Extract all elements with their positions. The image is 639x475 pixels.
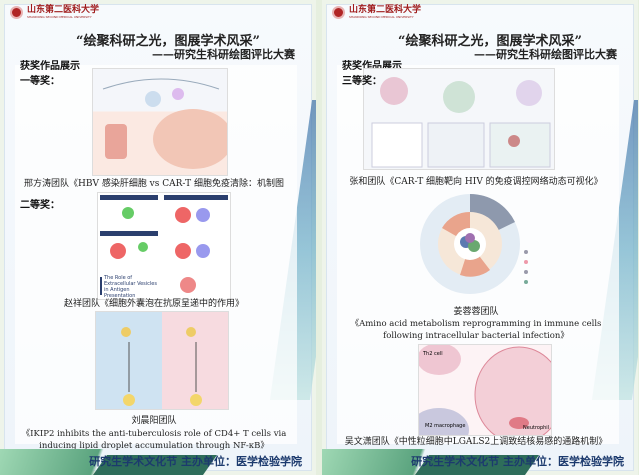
second-prize-label: 二等奖： xyxy=(20,200,60,211)
caption-ikip2-line1: 《IKIP2 inhibits the anti-tuberculosis ro… xyxy=(21,429,287,439)
caption-first-prize: 邢方涛团队《HBV 感染肝细胞 vs CAR-T 细胞免疫清除：机制图 xyxy=(24,179,284,189)
section-heading: 获奖作品展示 xyxy=(342,61,402,72)
figure-hbv-cart xyxy=(92,68,228,176)
figure-extracellular-vesicles: The Role of Extracellular Vesicles in An… xyxy=(97,192,231,300)
caption-cart-hiv: 张和团队《CAR-T 细胞靶向 HIV 的免疫调控网络动态可视化》 xyxy=(349,177,603,187)
poster-title: “绘聚科研之光，图展学术风采” xyxy=(76,34,260,49)
team-name-third: 刘晨阳团队 xyxy=(131,416,177,426)
poster-subtitle: ——研究生科研绘图评比大赛 xyxy=(152,48,295,61)
seal-icon xyxy=(10,6,23,19)
poster-subtitle: ——研究生科研绘图评比大赛 xyxy=(474,48,617,61)
caption-ikip2-line2: inducing lipid droplet accumulation thro… xyxy=(39,441,269,451)
caption-lgals2: 吴文潇团队《中性粒细胞中LGALS2上调致结核易感的通路机制》 xyxy=(344,437,608,447)
figure-cart-hiv xyxy=(363,68,555,170)
footer: 研究生学术文化节 主办单位：医学检验学院 xyxy=(322,449,638,475)
figure-amino-acid xyxy=(420,192,538,296)
figure-ikip2 xyxy=(95,311,229,410)
figure-lgals2: Th2 cell M2 macrophage Neutrophil xyxy=(418,344,552,436)
caption-amino-line1: 《Amino acid metabolism reprogramming in … xyxy=(350,319,602,329)
footer: 研究生学术文化节 主办单位：医学检验学院 xyxy=(0,449,316,475)
section-heading: 获奖作品展示 xyxy=(20,61,80,72)
seal-icon xyxy=(332,6,345,19)
first-prize-label: 一等奖： xyxy=(20,76,60,87)
caption-second-prize: 赵祥团队《细胞外囊泡在抗原呈递中的作用》 xyxy=(63,299,244,309)
caption-amino-line2: following intracellular bacterial infect… xyxy=(383,331,569,341)
team-name-amino: 姜蓉蓉团队 xyxy=(453,307,499,317)
third-prize-label: 三等奖： xyxy=(342,76,382,87)
poster-title: “绘聚科研之光，图展学术风采” xyxy=(398,34,582,49)
